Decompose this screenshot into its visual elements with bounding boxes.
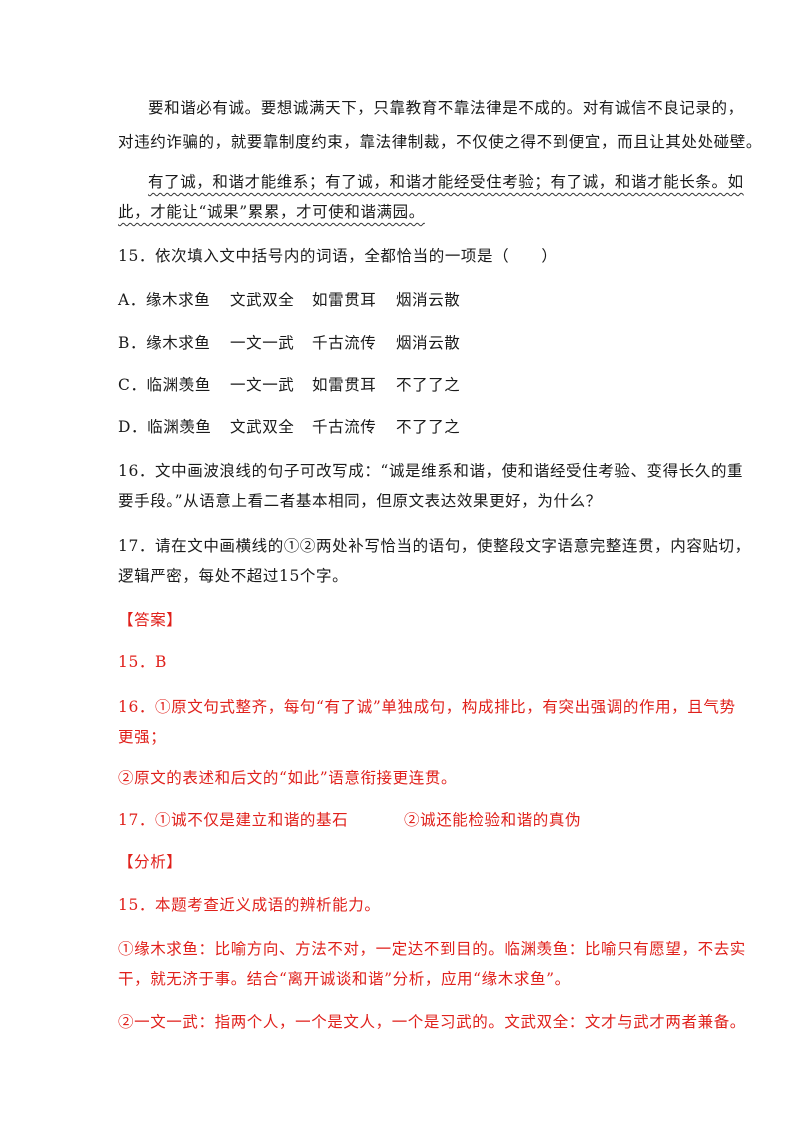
answer-15: 15．B [118,653,168,671]
analysis-text: ①缘木求鱼：比喻方向、方法不对，一定达不到目的。临渊羡鱼：比喻只有愿望，不去实 [118,940,746,958]
question-15-stem: 15．依次填入文中括号内的词语，全都恰当的一项是（ ） [118,247,558,265]
option-word: 烟消云散 [396,334,461,352]
option-label: C．临渊羡鱼 [118,376,211,394]
option-label: B．缘木求鱼 [118,334,211,352]
option-label: A．缘木求鱼 [118,291,211,309]
answer-17-part1: 17．①诚不仅是建立和谐的基石 [118,811,349,829]
question-16: 要手段。”从语意上看二者基本相同，但原文表达效果更好，为什么？ [118,492,602,510]
option-label: D．临渊羡鱼 [118,418,212,436]
answer-17-part2: ②诚还能检验和谐的真伪 [404,811,582,829]
option-word: 烟消云散 [396,291,461,309]
option-word: 不了了之 [396,418,461,436]
analysis-text: ②一文一武：指两个人，一个是文人，一个是习武的。文武双全：文才与武才两者兼备。 [118,1013,746,1031]
question-16: 16．文中画波浪线的句子可改写成：“诚是维系和谐，使和谐经受住考验、变得长久的重 [118,462,744,480]
option-word: 一文一武 [230,334,295,352]
wavy-underlined-sentence: 此，才能让“诚果”累累，才可使和谐满园。 [118,203,425,221]
question-17: 逻辑严密，每处不超过15个字。 [118,567,349,585]
option-word: 千古流传 [312,334,377,352]
option-word: 文武双全 [230,291,295,309]
answer-16: ②原文的表述和后文的“如此”语意衔接更连贯。 [118,769,458,787]
analysis-text: 干，就无济于事。结合“离开诚谈和谐”分析，应用“缘木求鱼”。 [118,970,571,988]
option-word: 文武双全 [230,418,295,436]
option-word: 如雷贯耳 [312,376,377,394]
question-17: 17．请在文中画横线的①②两处补写恰当的语句，使整段文字语意完整连贯，内容贴切， [118,537,751,555]
answer-16: 更强； [118,728,167,746]
option-word: 不了了之 [396,376,461,394]
passage-line: 对违约诈骗的，就要靠制度约束，靠法律制裁，不仅使之得不到便宜，而且让其处处碰壁。 [118,133,763,151]
wavy-underlined-sentence: 有了诚，和谐才能维系；有了诚，和谐才能经受住考验；有了诚，和谐才能长条。如 [148,173,744,191]
answer-16: 16．①原文句式整齐，每句“有了诚”单独成句，构成排比，有突出强调的作用，且气势 [118,698,736,716]
option-word: 一文一武 [230,376,295,394]
option-word: 如雷贯耳 [312,291,377,309]
passage-line: 要和谐必有诚。要想诚满天下，只靠教育不靠法律是不成的。对有诚信不良记录的， [148,99,744,117]
option-word: 千古流传 [312,418,377,436]
analysis-heading: 【分析】 [118,853,183,871]
answer-heading: 【答案】 [118,611,183,629]
analysis-text: 15．本题考查近义成语的辨析能力。 [118,896,381,914]
